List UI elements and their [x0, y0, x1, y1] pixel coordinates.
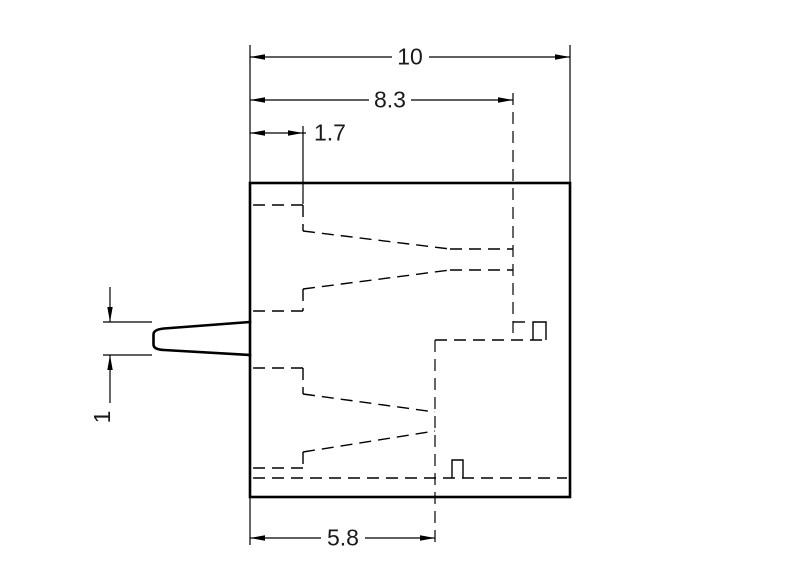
arrowhead-right — [420, 535, 435, 541]
arrowhead-left — [250, 130, 265, 136]
arrowhead-left — [250, 535, 265, 541]
dim-label-tab-thickness: 1 — [89, 411, 115, 424]
hidden-upper-taper-bottom — [302, 269, 451, 290]
dim-label-mouth-offset: 1.7 — [314, 120, 346, 146]
left-tab-profile — [152, 320, 252, 357]
dim-label-total-width: 10 — [397, 44, 423, 70]
part-outline — [152, 181, 572, 499]
dim-label-upper-width: 8.3 — [374, 87, 406, 113]
internal-notches — [451, 321, 547, 478]
hidden-lower-taper-bottom — [302, 430, 436, 453]
dimension-mouth-offset: 1.7 — [250, 120, 346, 204]
dimension-upper-width: 8.3 — [250, 87, 514, 340]
bottom-notch — [451, 459, 464, 478]
arrowhead-down — [107, 307, 113, 322]
arrowhead-left — [250, 97, 265, 103]
right-notch — [532, 321, 547, 340]
arrowhead-right — [555, 54, 570, 60]
dimension-tab-thickness: 1 — [89, 287, 152, 423]
arrowhead-up — [107, 355, 113, 370]
dim-label-lower-width: 5.8 — [327, 525, 359, 551]
arrowhead-right — [498, 97, 513, 103]
part-body-outline — [248, 181, 572, 499]
hidden-lines — [253, 204, 567, 479]
dimension-lower-width: 5.8 — [249, 340, 436, 551]
arrowhead-left — [250, 54, 265, 60]
dimension-total-width: 10 — [249, 44, 571, 183]
hidden-lower-taper-top — [302, 393, 436, 413]
arrowhead-right — [288, 130, 303, 136]
hidden-upper-taper-top — [302, 230, 451, 250]
